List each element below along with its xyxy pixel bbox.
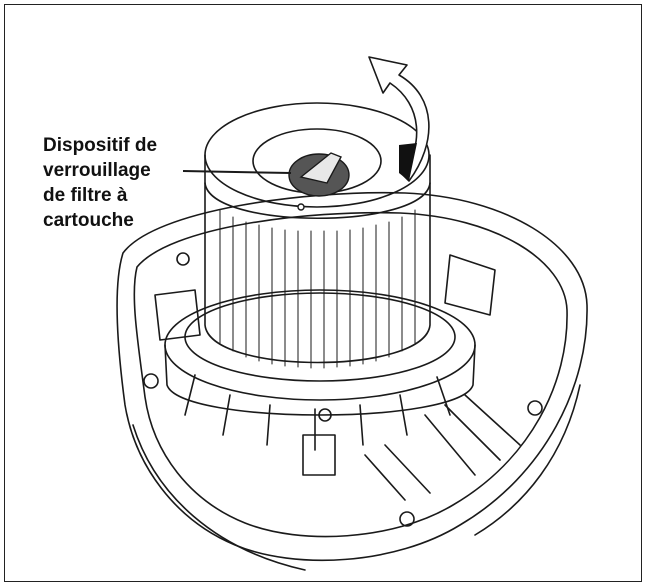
mounting-ring-wall: [164, 344, 476, 416]
callout-line-4: cartouche: [43, 210, 134, 231]
filter-body: [204, 154, 431, 364]
filter-lock-callout: Dispositif de verrouillage de filtre à c…: [43, 133, 203, 233]
latch-clip: [302, 434, 336, 476]
base-inner-rim: [133, 211, 568, 538]
callout-line-3: de filtre à: [43, 185, 128, 206]
ring-ribs: [184, 374, 451, 451]
filter-top-cap: [204, 102, 430, 208]
base-vents: [364, 394, 521, 501]
rear-bracket: [444, 254, 496, 316]
screw-boss-mid: [318, 408, 332, 422]
base-skirt: [132, 384, 581, 571]
base-housing-outline: [116, 191, 588, 562]
vacuum-filter-illustration: [116, 56, 588, 571]
diagram-frame: Dispositif de verrouillage de filtre à c…: [4, 4, 642, 582]
locking-knob: [288, 152, 350, 211]
screw-boss-left: [143, 373, 159, 389]
callout-line-1: Dispositif de: [43, 135, 158, 156]
mounting-ring-outer: [164, 289, 476, 401]
filter-cap-band: [204, 182, 431, 220]
screw-boss-top: [176, 252, 190, 266]
filter-pleats: [219, 209, 416, 369]
screw-boss-right: [527, 400, 543, 416]
curved-arrow-counterclockwise-icon: [368, 56, 430, 182]
callout-leader-line: [182, 170, 292, 174]
screw-boss-bottom: [399, 511, 415, 527]
side-bracket: [154, 289, 201, 341]
callout-line-2: verrouillage: [43, 160, 151, 181]
